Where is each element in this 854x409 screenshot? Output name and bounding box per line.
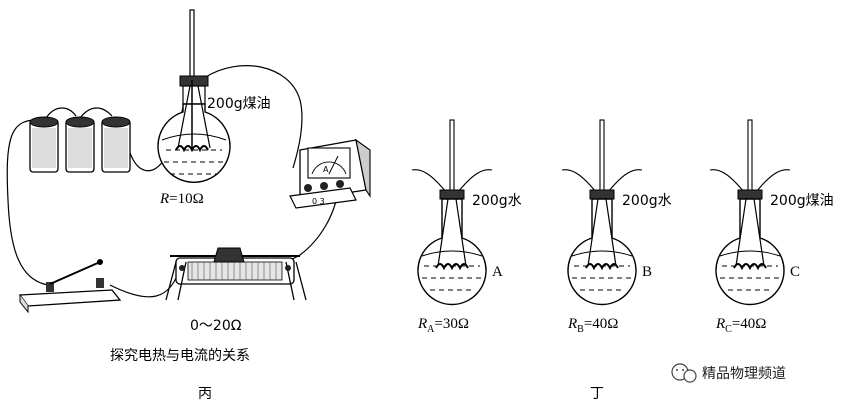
left-flask-liquid-label: 200g煤油 xyxy=(207,96,271,112)
knife-switch xyxy=(18,259,122,314)
right-apparatus: 200g水 A RA=30Ω 200g水 B RB=40Ω 200g煤油 C RC=40Ω xyxy=(411,119,834,335)
ammeter: A 0 3 xyxy=(289,138,371,209)
flask-a xyxy=(411,119,493,306)
flask-b xyxy=(561,119,643,306)
rheostat-range-label: 0～20Ω xyxy=(190,318,242,334)
battery-cell xyxy=(29,116,59,173)
left-caption: 探究电热与电流的关系 xyxy=(110,348,250,364)
battery-cell xyxy=(65,116,95,173)
flask-c-resistance-label: RC=40Ω xyxy=(715,316,766,335)
watermark-text: 精品物理频道 xyxy=(702,366,786,382)
figure-label-bing: 丙 xyxy=(198,386,212,402)
figure-label-ding: 丁 xyxy=(590,386,604,402)
left-resistor-label: R=10Ω xyxy=(159,191,204,207)
left-flask xyxy=(157,9,231,183)
rheostat xyxy=(165,247,307,301)
flask-b-letter: B xyxy=(642,264,652,280)
battery-cell xyxy=(101,116,131,173)
watermark: 精品物理频道 xyxy=(671,363,786,383)
flask-c-letter: C xyxy=(790,264,800,280)
flask-a-letter: A xyxy=(492,264,503,280)
wechat-icon xyxy=(671,363,697,383)
flask-b-resistance-label: RB=40Ω xyxy=(567,316,618,335)
ammeter-letter: A xyxy=(323,165,329,174)
left-apparatus: 200g煤油 R=10Ω A 0 3 xyxy=(6,9,371,402)
ammeter-terminals: 0 3 xyxy=(312,197,325,206)
battery-group xyxy=(29,116,131,173)
flask-c xyxy=(709,119,791,306)
flask-b-liquid-label: 200g水 xyxy=(622,193,672,209)
flask-c-liquid-label: 200g煤油 xyxy=(770,193,834,209)
flask-a-liquid-label: 200g水 xyxy=(472,193,522,209)
flask-a-resistance-label: RA=30Ω xyxy=(417,316,469,335)
